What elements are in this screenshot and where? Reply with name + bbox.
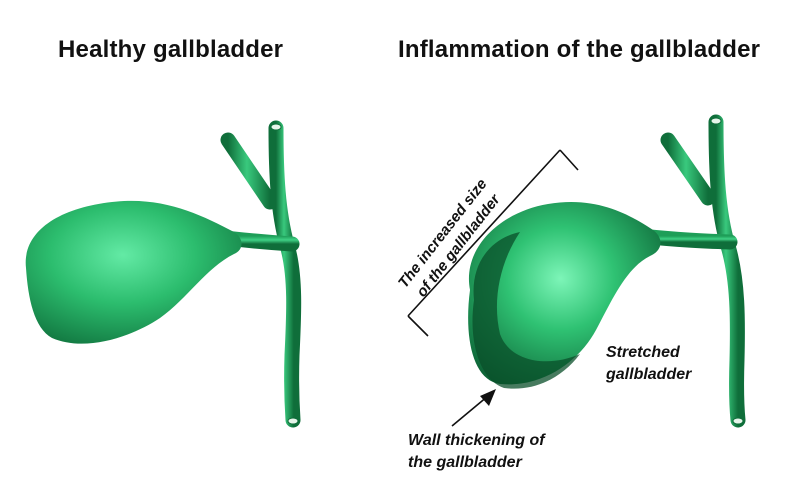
inflamed-duct-end-bottom [732,417,744,425]
healthy-gallbladder-body [25,200,242,344]
stretched-line-2: gallbladder [606,366,692,383]
wall-thickening-arrow [451,389,496,427]
healthy-duct-end-bottom [287,417,299,425]
inflamed-gallbladder-body [468,202,661,385]
healthy-duct-end-top [270,123,282,131]
healthy-gallbladder [25,120,302,428]
healthy-duct-branch [220,132,278,210]
wall-thickening-line-1: Wall thickening of [408,432,545,449]
inflamed-duct-end-top [710,117,722,125]
stretched-line-1: Stretched [606,344,680,361]
inflamed-wall-thickening [472,232,580,389]
stretched-label: Stretched gallbladder [606,342,691,386]
wall-thickening-label: Wall thickening of the gallbladder [408,430,545,474]
healthy-title: Healthy gallbladder [58,36,284,63]
wall-thickening-line-2: the gallbladder [408,454,522,471]
inflamed-gallbladder [468,114,746,428]
inflamed-title: Inflammation of the gallbladder [398,36,761,63]
healthy-common-duct [268,120,302,428]
size-bracket [407,149,579,337]
inflamed-common-duct [708,114,746,428]
inflamed-duct-branch [660,132,716,206]
